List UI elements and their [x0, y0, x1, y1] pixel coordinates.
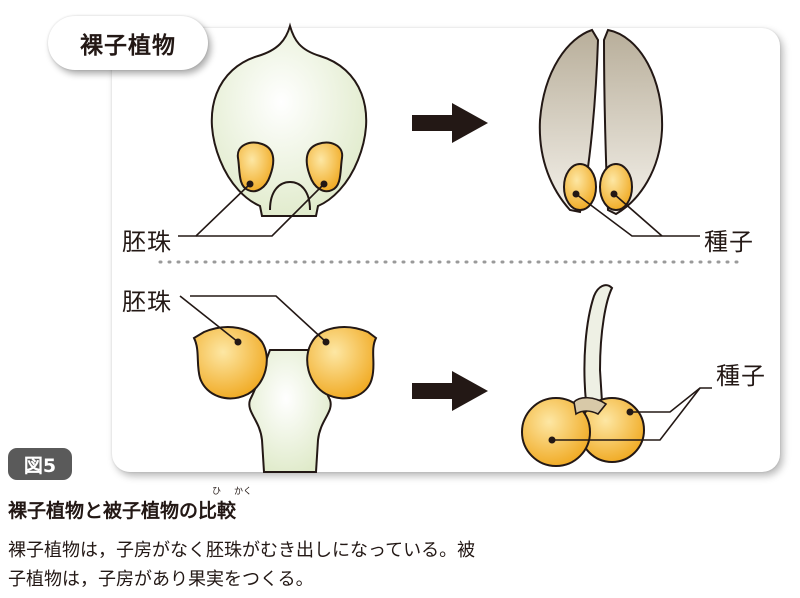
ovule-bottom-left	[192, 326, 268, 400]
label-seed-bottom: 種子	[716, 362, 766, 390]
seed-top-left	[563, 163, 597, 211]
fruit-style	[583, 284, 614, 403]
arrow-top	[412, 103, 488, 143]
caption-title: 裸子植物と被子植物の比較	[8, 500, 237, 522]
ovule-top-left	[236, 141, 275, 193]
seed-top-right	[599, 163, 633, 211]
caption-body: 裸子植物は，子房がなく胚珠がむき出しになっている。被 子植物は，子房があり果実を…	[8, 536, 548, 594]
title-badge: 裸子植物	[48, 16, 208, 70]
figure-badge-text: 図5	[23, 454, 57, 477]
gymnosperm-scale	[210, 22, 368, 217]
label-ovule-bottom: 胚珠	[122, 288, 172, 316]
ovule-bottom-right	[306, 326, 378, 400]
label-ovule-top: 胚珠	[122, 228, 172, 256]
ruby-kaku: かく	[234, 487, 253, 497]
arrow-bottom	[412, 371, 488, 411]
title-text: 裸子植物	[80, 33, 176, 59]
caption-line-1: 裸子植物は，子房がなく胚珠がむき出しになっている。被	[8, 540, 476, 561]
seed-bottom-left	[521, 397, 591, 467]
ovule-top-right	[305, 141, 344, 193]
ruby-hi: ひ	[212, 487, 222, 497]
caption-line-2: 子植物は，子房があり果実をつくる。	[8, 569, 314, 590]
figure-badge: 図5	[8, 448, 72, 480]
label-seed-top: 種子	[704, 228, 754, 256]
